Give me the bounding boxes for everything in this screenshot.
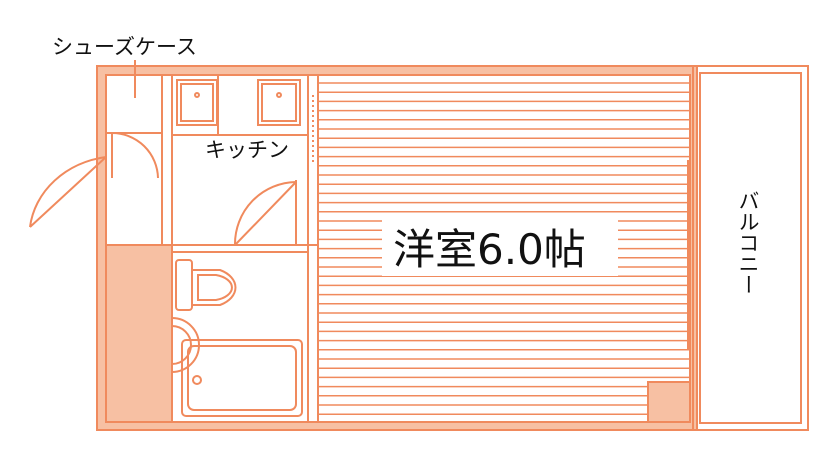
entrance-door [29, 156, 107, 228]
wall-blocks [105, 244, 691, 423]
room-outline [317, 74, 691, 423]
bathtub-icon [181, 339, 303, 417]
balcony-sliding-door [687, 160, 694, 350]
kitchen-sink-icon [176, 79, 218, 126]
room-label-bg [382, 218, 618, 276]
room-floor-stripes [318, 82, 690, 415]
toilet-icon [175, 259, 237, 311]
shoe-case-label: シューズケース [52, 35, 197, 59]
entry-hall-door [111, 132, 159, 179]
room-label: 洋室6.0帖 [393, 225, 586, 274]
kitchen-door [233, 181, 297, 246]
stove-icon [257, 79, 301, 126]
balcony-label: バルコニー [736, 190, 760, 295]
kitchen-label: キッチン [205, 138, 289, 162]
